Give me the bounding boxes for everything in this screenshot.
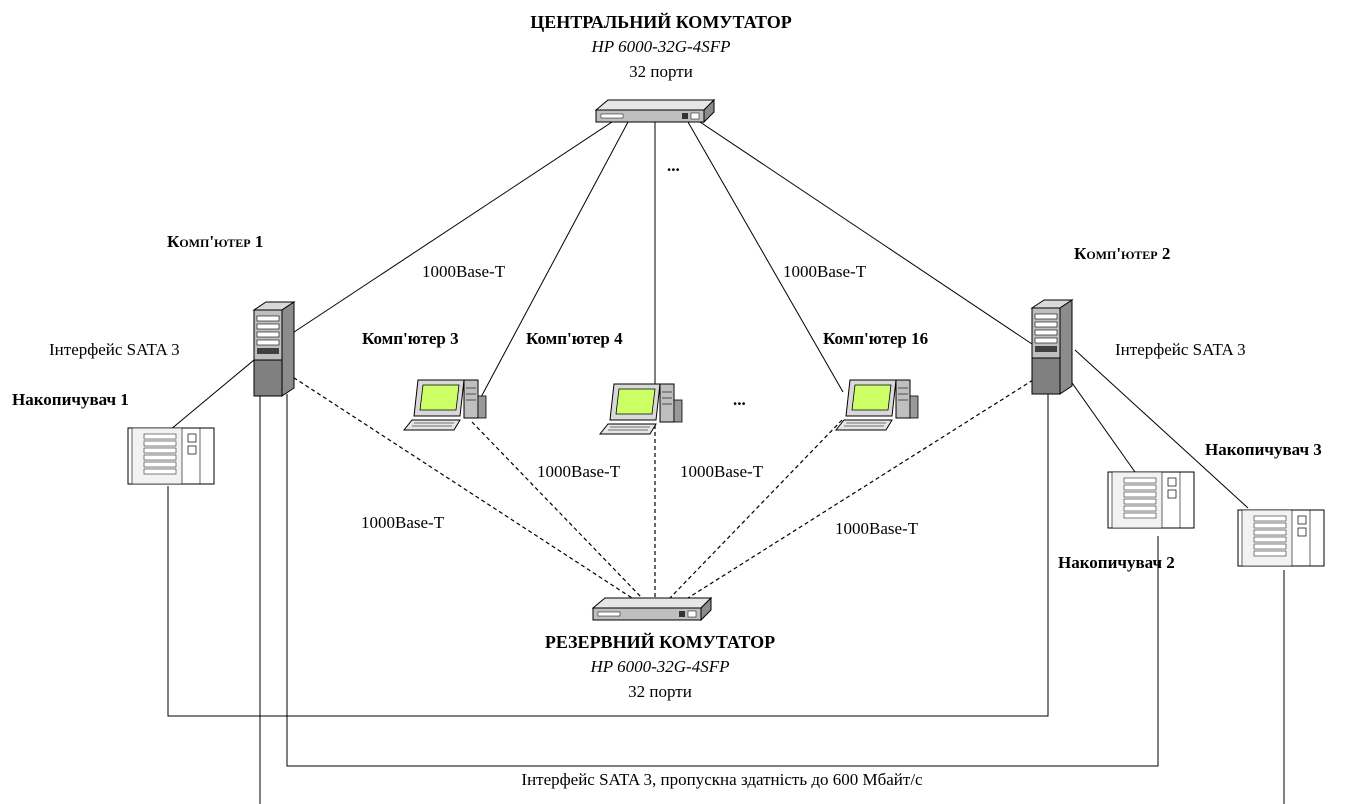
workstation-4-icon xyxy=(599,383,683,435)
storage-2-label: Накопичувач 2 xyxy=(1058,553,1175,572)
backup-links xyxy=(281,369,1034,599)
ellipsis-top: ... xyxy=(667,156,680,175)
storage-1-label: Накопичувач 1 xyxy=(12,390,129,409)
workstation-3-icon xyxy=(403,379,487,431)
computer-16-label: Комп'ютер 16 xyxy=(823,329,929,348)
backup-switch-ports: 32 порти xyxy=(628,682,692,701)
sata-label-left: Інтерфейс SATA 3 xyxy=(49,340,180,359)
storage-2-icon xyxy=(1107,471,1195,529)
central-switch-icon xyxy=(595,99,715,123)
computer-4-label: Комп'ютер 4 xyxy=(526,329,623,348)
computer-1-label: Комп'ютер 1 xyxy=(167,232,264,251)
central-links xyxy=(281,121,1033,415)
backup-switch-title: РЕЗЕРВНИЙ КОМУТАТОР xyxy=(544,632,776,652)
server-2-icon xyxy=(1031,299,1073,395)
ellipsis-middle: ... xyxy=(733,390,746,409)
backup-switch-model: HP 6000-32G-4SFP xyxy=(590,657,730,676)
speed-label-bottom-right: 1000Base-T xyxy=(835,519,919,538)
central-switch-ports: 32 порти xyxy=(629,62,693,81)
storage-3-label: Накопичувач 3 xyxy=(1205,440,1322,459)
sata-links xyxy=(167,349,1285,804)
speed-label-bottom-left: 1000Base-T xyxy=(361,513,445,532)
speed-label-top-left: 1000Base-T xyxy=(422,262,506,281)
central-switch-model: HP 6000-32G-4SFP xyxy=(591,37,731,56)
sata-label-bottom: Інтерфейс SATA 3, пропускна здатність до… xyxy=(517,770,927,790)
storage-3-icon xyxy=(1237,509,1325,567)
storage-1-icon xyxy=(127,427,215,485)
computer-3-label: Комп'ютер 3 xyxy=(362,329,459,348)
speed-label-pc3: 1000Base-T xyxy=(537,462,621,481)
central-switch-title: ЦЕНТРАЛЬНИЙ КОМУТАТОР xyxy=(530,12,792,32)
speed-label-pc16: 1000Base-T xyxy=(680,462,764,481)
backup-switch-icon xyxy=(592,597,712,621)
computer-2-label: Комп'ютер 2 xyxy=(1074,244,1171,263)
server-1-icon xyxy=(253,301,295,397)
workstation-16-icon xyxy=(835,379,919,431)
sata-label-right: Інтерфейс SATA 3 xyxy=(1115,340,1246,359)
speed-label-top-right: 1000Base-T xyxy=(783,262,867,281)
